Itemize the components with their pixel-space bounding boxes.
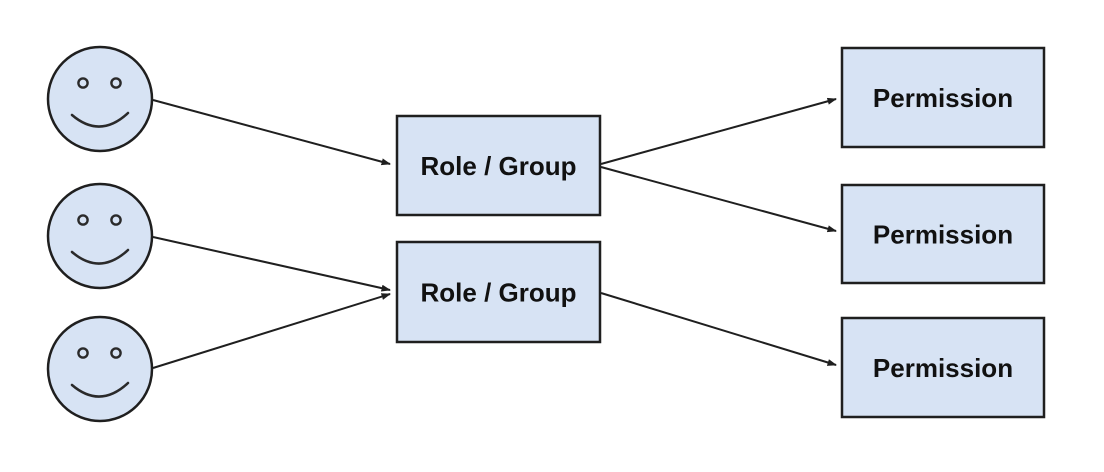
user-1-left-eye: [77, 77, 89, 89]
user-smiley-icon-1: [46, 45, 154, 153]
role-group-node-2: Role / Group: [395, 240, 602, 344]
user-1-head: [46, 45, 154, 153]
permission-node-3: Permission: [840, 316, 1046, 419]
permission-node-2: Permission: [840, 183, 1046, 285]
permission-box-3: [840, 316, 1046, 419]
permission-label-3: Permission: [873, 353, 1013, 383]
role-group-box-1: [395, 114, 602, 217]
permission-label-1: Permission: [873, 83, 1013, 113]
user-3-left-eye: [77, 347, 89, 359]
connector-user1-role1: [152, 99, 391, 166]
user-1-smile: [70, 111, 130, 128]
role-group-label-2: Role / Group: [421, 278, 577, 308]
connector-role1-permission2: [600, 166, 837, 233]
user-smiley-icon-3: [46, 315, 154, 423]
role-group-label-1: Role / Group: [421, 151, 577, 181]
user-1-right-eye: [110, 77, 122, 89]
permission-node-1: Permission: [840, 46, 1046, 149]
connector-role2-permission3: [600, 292, 837, 366]
permission-box-2: [840, 183, 1046, 285]
connector-role1-permission1: [600, 97, 837, 165]
role-group-node-1: Role / Group: [395, 114, 602, 217]
user-2-left-eye: [77, 214, 89, 226]
permission-label-2: Permission: [873, 220, 1013, 250]
user-smiley-icon-2: [46, 182, 154, 290]
user-3-right-eye: [110, 347, 122, 359]
user-2-head: [46, 182, 154, 290]
connector-user2-role2: [152, 236, 391, 292]
user-2-right-eye: [110, 214, 122, 226]
user-3-head: [46, 315, 154, 423]
role-group-box-2: [395, 240, 602, 344]
user-3-smile: [70, 381, 130, 398]
user-2-smile: [70, 248, 130, 265]
permission-box-1: [840, 46, 1046, 149]
connector-user3-role2: [152, 293, 391, 369]
